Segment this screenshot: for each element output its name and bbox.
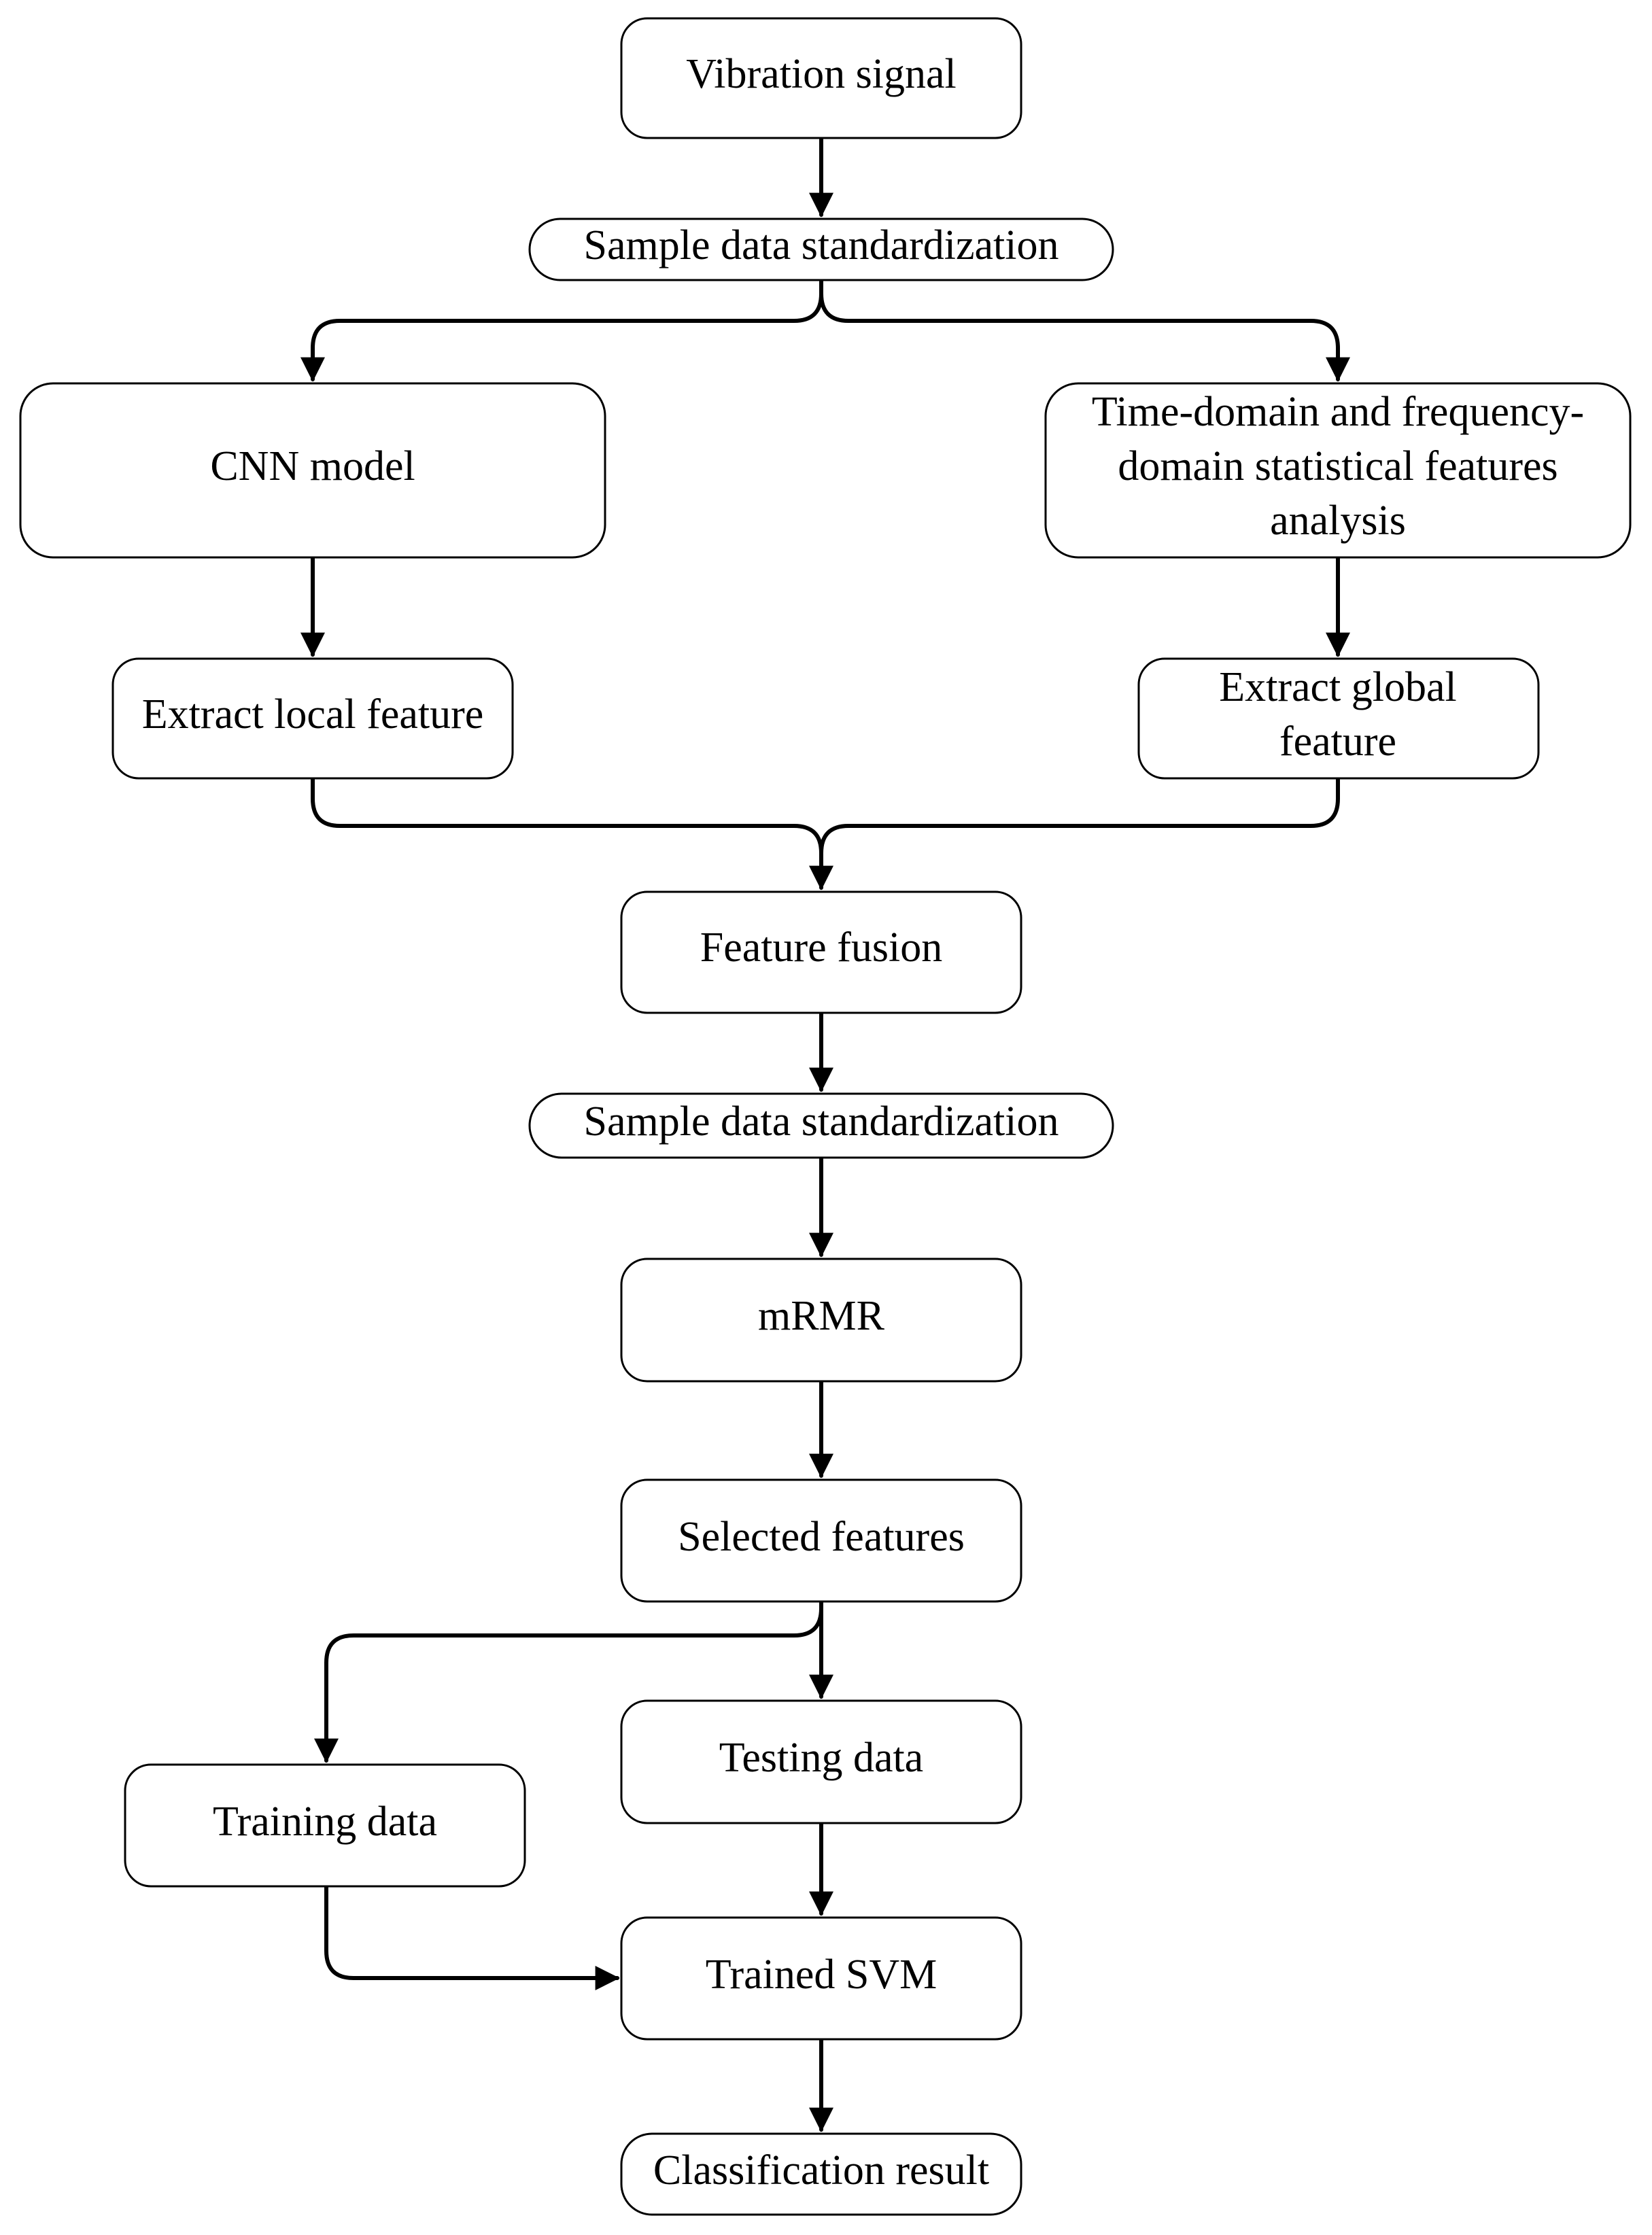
edge-selected-to-training xyxy=(314,1599,823,1763)
node-testing-data: Testing data xyxy=(620,1699,1022,1824)
node-vibration-signal: Vibration signal xyxy=(620,17,1022,139)
node-feature-fusion: Feature fusion xyxy=(620,890,1022,1014)
edge-standardization-to-timefreq xyxy=(819,278,1350,382)
node-sample-data-standardization-2: Sample data standardization xyxy=(528,1092,1114,1159)
edge-global-to-fusion xyxy=(819,776,1340,855)
node-label: CNN model xyxy=(210,443,415,489)
node-extract-global-feature: Extract global feature xyxy=(1137,657,1540,780)
node-selected-features: Selected features xyxy=(620,1478,1022,1603)
node-time-frequency-analysis: Time-domain and frequency- domain statis… xyxy=(1044,382,1632,559)
node-label: Classification result xyxy=(653,2147,989,2194)
node-extract-local-feature: Extract local feature xyxy=(111,657,514,780)
node-label: Selected features xyxy=(678,1514,965,1560)
node-label-line-3: analysis xyxy=(1270,498,1406,544)
node-label: Feature fusion xyxy=(700,924,942,971)
node-label-line-2: domain statistical features xyxy=(1118,443,1558,489)
node-label: Extract local feature xyxy=(142,691,484,738)
edge-standardization-to-cnn xyxy=(300,278,823,382)
node-label-line-2: feature xyxy=(1279,718,1396,765)
node-trained-svm: Trained SVM xyxy=(620,1916,1022,2041)
node-label-line-1: Extract global xyxy=(1219,664,1456,710)
node-label: Trained SVM xyxy=(706,1952,937,1998)
node-mrmr: mRMR xyxy=(620,1258,1022,1383)
node-label: Vibration signal xyxy=(686,51,957,97)
node-label-line-1: Time-domain and frequency- xyxy=(1092,389,1584,435)
node-sample-data-standardization-1: Sample data standardization xyxy=(528,218,1114,281)
node-label: Testing data xyxy=(719,1735,923,1781)
node-label: Sample data standardization xyxy=(584,1098,1059,1145)
node-training-data: Training data xyxy=(124,1763,526,1888)
node-label: Sample data standardization xyxy=(584,222,1059,268)
node-label: Training data xyxy=(213,1799,437,1845)
node-classification-result: Classification result xyxy=(620,2132,1022,2216)
edge-training-to-svm xyxy=(324,1884,620,1990)
node-cnn-model: CNN model xyxy=(19,382,606,559)
edge-local-to-fusion xyxy=(311,776,823,855)
node-label: mRMR xyxy=(758,1293,885,1339)
connectors xyxy=(300,136,1350,2132)
